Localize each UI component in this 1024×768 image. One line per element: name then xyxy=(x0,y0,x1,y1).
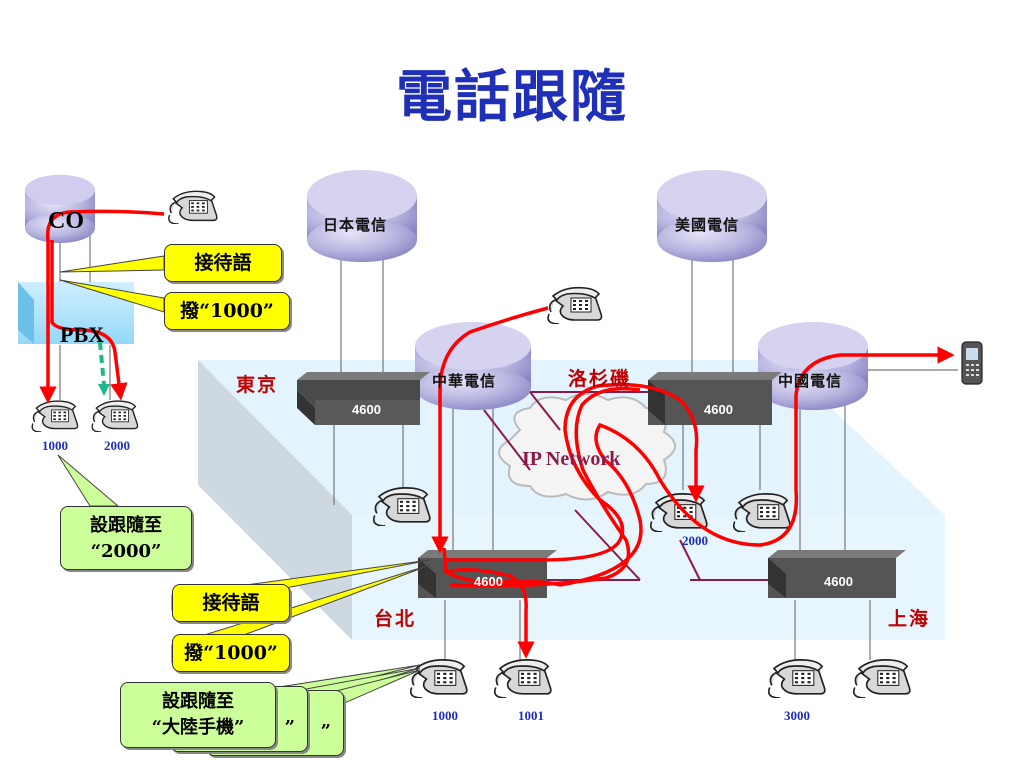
callout-dial-top: 撥“1000” xyxy=(164,292,290,330)
callout-follow-mobile-line1: 設跟隨至 xyxy=(162,691,234,712)
switch-label-la: 4600 xyxy=(704,402,733,417)
desk-phone-icon[interactable] xyxy=(168,190,218,224)
cloud-china xyxy=(758,322,868,410)
desk-phone-icon[interactable] xyxy=(91,400,139,432)
ext-pbx-a: 1000 xyxy=(42,438,68,453)
pbx-label: PBX xyxy=(60,322,104,347)
switch-label-tokyo: 4600 xyxy=(352,402,381,417)
callout-follow-mobile: 設跟隨至 “大陸手機” xyxy=(120,682,276,748)
switch-shanghai xyxy=(768,550,906,598)
callout-stack-fragment: ” xyxy=(320,721,331,742)
desk-phone-icon[interactable] xyxy=(547,286,603,324)
cloud-usa xyxy=(657,170,767,262)
cloud-japan xyxy=(307,170,417,262)
city-tokyo: 東京 xyxy=(236,374,279,396)
switch-la xyxy=(648,372,782,425)
green-forward-arrow xyxy=(98,341,110,396)
callout-dial-bottom: 撥“1000” xyxy=(172,634,290,672)
ext-taipei-a: 1000 xyxy=(432,708,458,723)
callout-follow-pbx-line2: “2000” xyxy=(90,541,162,562)
desk-phone-icon[interactable] xyxy=(852,658,911,698)
callout-stack-fragment: ” xyxy=(284,717,295,738)
switch-label-taipei: 4600 xyxy=(474,574,503,589)
switch-label-shanghai: 4600 xyxy=(824,574,853,589)
desk-phone-icon[interactable] xyxy=(767,658,826,698)
cloud-label-japan: 日本電信 xyxy=(323,216,388,234)
mobile-phone-icon[interactable] xyxy=(961,341,983,385)
ext-taipei-b: 1001 xyxy=(518,708,544,723)
cloud-label-taiwan: 中華電信 xyxy=(432,372,497,390)
city-taipei: 台北 xyxy=(374,608,417,630)
cloud-co xyxy=(25,175,95,243)
ext-pbx-b: 2000 xyxy=(104,438,130,453)
city-la: 洛杉磯 xyxy=(568,368,632,390)
city-shanghai: 上海 xyxy=(888,608,931,630)
ip-network-label: IP Network xyxy=(522,448,621,470)
cloud-label-co: CO xyxy=(48,208,84,234)
callout-greeting-top: 接待語 xyxy=(164,244,282,282)
cloud-label-china: 中國電信 xyxy=(778,372,843,390)
callout-greeting-bottom: 接待語 xyxy=(172,584,290,622)
connection-lines xyxy=(59,235,958,660)
callout-follow-pbx-line1: 設跟隨至 xyxy=(90,515,162,536)
cloud-label-usa: 美國電信 xyxy=(675,216,740,234)
callout-follow-pbx: 設跟隨至 “2000” xyxy=(60,506,192,570)
ext-la: 2000 xyxy=(682,533,708,548)
ext-shanghai: 3000 xyxy=(784,708,810,723)
switch-tokyo xyxy=(297,372,430,425)
page-title: 電話跟隨 xyxy=(396,64,628,130)
desk-phone-icon[interactable] xyxy=(493,658,552,698)
desk-phone-icon[interactable] xyxy=(31,400,79,432)
callout-follow-mobile-line2: “大陸手機” xyxy=(151,717,245,738)
ip-network-cloud xyxy=(498,393,676,501)
cloud-taiwan xyxy=(415,322,531,410)
call-path xyxy=(39,209,955,659)
